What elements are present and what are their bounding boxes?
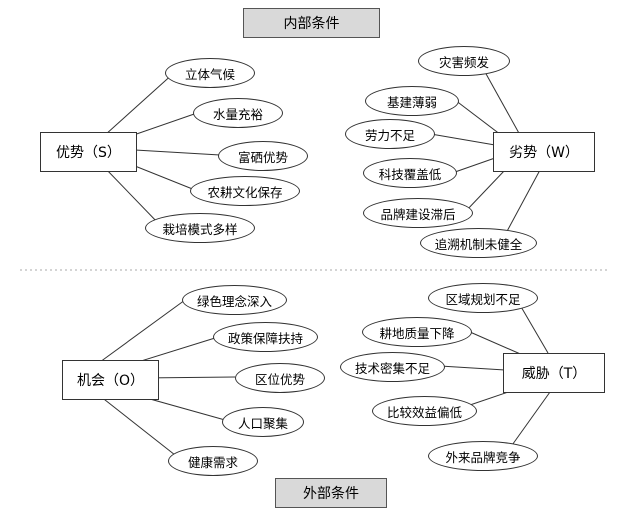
connector-o-1	[99, 299, 186, 363]
threat-item: 外来品牌竞争	[428, 441, 538, 471]
weakness-item: 追溯机制未健全	[420, 228, 537, 258]
threat-item: 比较效益偏低	[372, 396, 477, 426]
connector-t-3	[439, 365, 506, 371]
internal-conditions-header: 内部条件	[243, 8, 380, 38]
connector-t-1	[519, 304, 549, 354]
weakness-item: 科技覆盖低	[363, 158, 457, 188]
strength-item: 富硒优势	[218, 141, 308, 171]
threat-item: 区域规划不足	[428, 283, 538, 313]
connector-s-2	[124, 111, 201, 139]
weakness-item: 基建薄弱	[365, 86, 459, 116]
strength-item: 栽培模式多样	[145, 213, 255, 243]
connector-s-5	[104, 167, 161, 226]
connector-w-3	[424, 132, 496, 146]
connector-s-1	[104, 71, 176, 136]
strength-item: 农耕文化保存	[190, 176, 300, 206]
connector-w-5	[464, 169, 506, 213]
connector-w-2	[454, 99, 506, 139]
opportunity-item: 绿色理念深入	[182, 285, 287, 315]
opportunities-box: 机会（O）	[62, 360, 159, 400]
connector-s-3	[134, 149, 221, 156]
opportunity-item: 政策保障扶持	[213, 322, 318, 352]
strengths-box: 优势（S）	[40, 132, 137, 172]
external-conditions-header: 外部条件	[275, 478, 387, 508]
threat-item: 技术密集不足	[340, 352, 445, 382]
opportunity-item: 健康需求	[168, 446, 258, 476]
connector-w-1	[484, 71, 521, 136]
weaknesses-box: 劣势（W）	[493, 132, 595, 172]
strength-item: 立体气候	[165, 58, 255, 88]
connector-w-4	[454, 157, 496, 173]
connector-t-2	[469, 331, 526, 357]
strength-item: 水量充裕	[193, 98, 283, 128]
weakness-item: 劳力不足	[345, 119, 435, 149]
connector-o-5	[99, 395, 176, 456]
opportunity-item: 区位优势	[235, 363, 325, 393]
weakness-item: 灾害频发	[418, 46, 510, 76]
connector-w-6	[504, 169, 541, 236]
weakness-item: 品牌建设滞后	[363, 198, 473, 228]
threats-box: 威胁（T）	[503, 353, 605, 393]
connector-t-5	[509, 391, 551, 449]
threat-item: 耕地质量下降	[362, 317, 472, 347]
opportunity-item: 人口聚集	[222, 407, 304, 437]
